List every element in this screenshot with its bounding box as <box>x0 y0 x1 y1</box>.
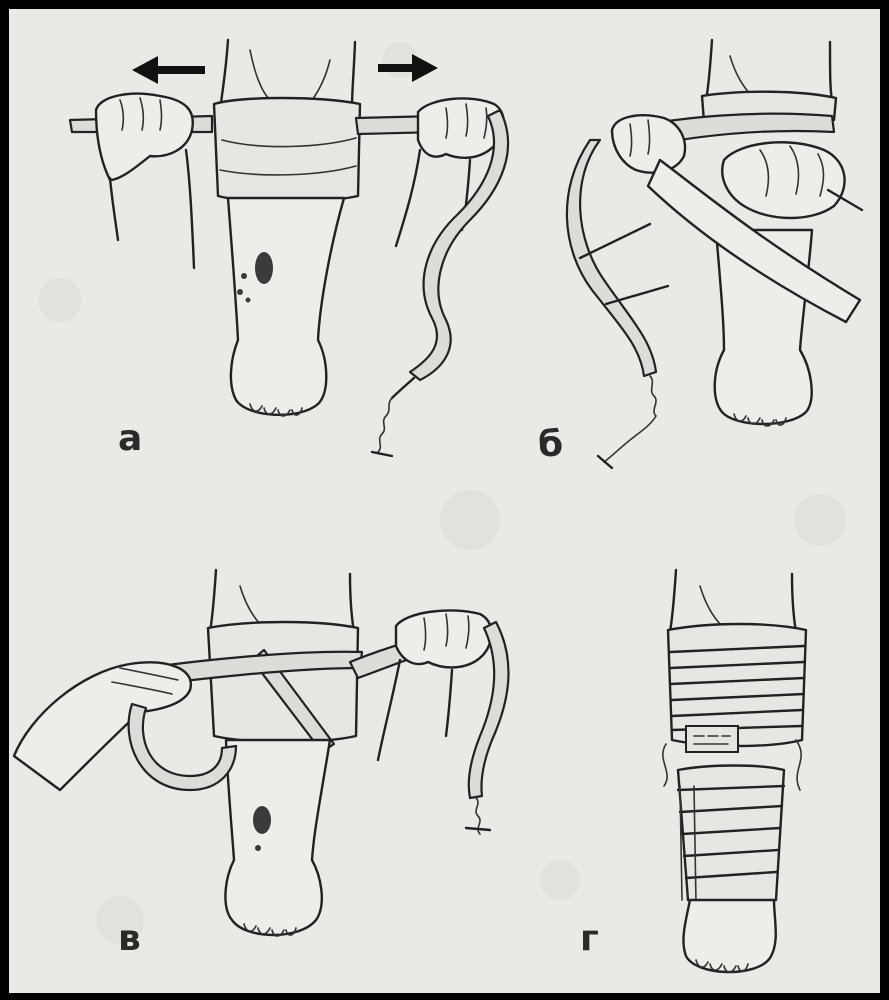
panel-label-g: г <box>580 918 599 959</box>
foot <box>683 900 775 972</box>
panel-label-b: б <box>538 424 563 465</box>
wound <box>253 806 271 834</box>
note-tag <box>686 726 738 752</box>
right-hand <box>418 98 504 157</box>
panel-label-v: в <box>118 918 141 959</box>
leg <box>225 740 330 935</box>
panel-label-a: а <box>118 418 142 459</box>
rolled-trouser <box>214 98 360 202</box>
right-hand <box>396 610 492 667</box>
wound <box>255 252 273 284</box>
